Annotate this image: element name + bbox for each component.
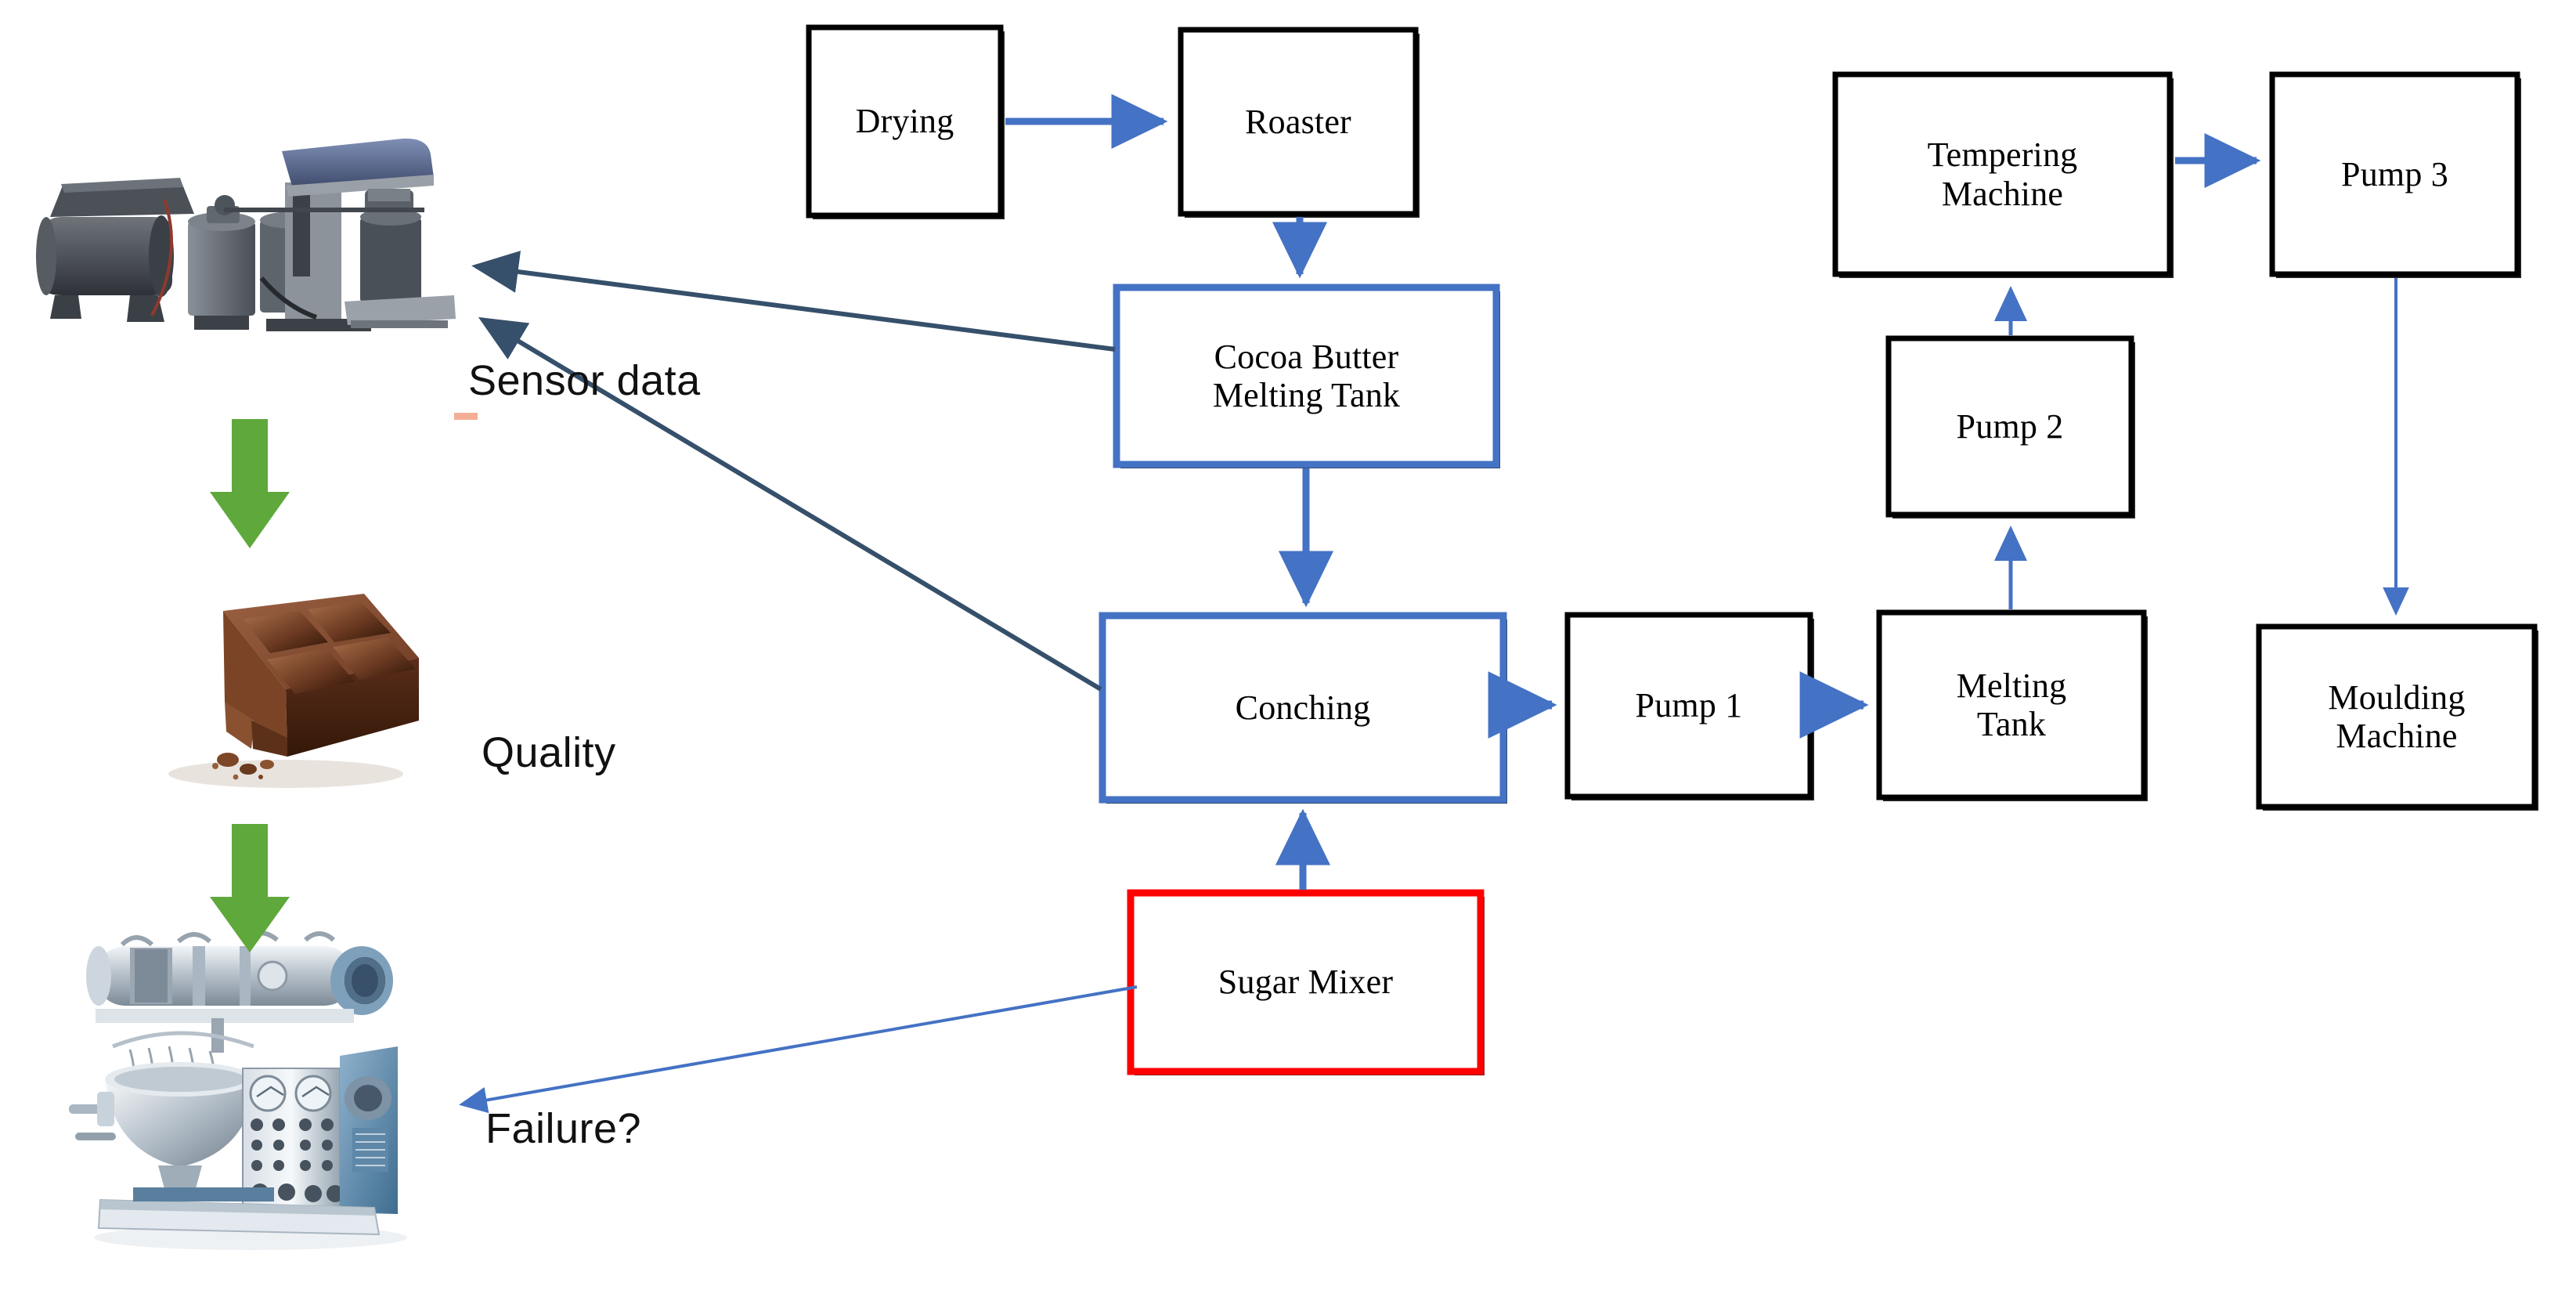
node-rects [806,24,2538,1075]
annotation-arrows [459,251,1138,1114]
node-melting-tank [1876,609,2147,800]
conching-machine-photo [27,90,465,364]
node-conching [1099,612,1507,804]
green-arrow-bottom [210,824,290,952]
mixer-machine-photo [55,893,431,1261]
green-arrows [210,419,290,952]
node-moulding-machine [2256,623,2538,810]
node-sugar-mixer [1127,889,1485,1075]
chocolate-bar-photo [106,564,435,799]
node-roaster [1178,27,1419,217]
edge-cocoa-butter-to-machine-photo [471,251,1116,352]
edge-sugar-mixer-to-mixer-photo [459,985,1138,1114]
node-pump-1 [1564,612,1813,800]
node-cocoa-butter-melting-tank [1113,284,1500,468]
label-quality: Quality [482,729,616,776]
label-sensor-data: Sensor data [468,357,701,404]
node-pump-2 [1885,335,2134,518]
label-failure: Failure? [485,1105,642,1152]
green-arrow-top [210,419,290,548]
salmon-tick-mark [454,413,478,420]
node-pump-3 [2269,71,2520,277]
node-drying [806,24,1004,219]
node-tempering-machine [1832,71,2173,277]
edge-conching-to-machine-photo [478,316,1102,692]
flow-arrows [1005,93,2409,890]
